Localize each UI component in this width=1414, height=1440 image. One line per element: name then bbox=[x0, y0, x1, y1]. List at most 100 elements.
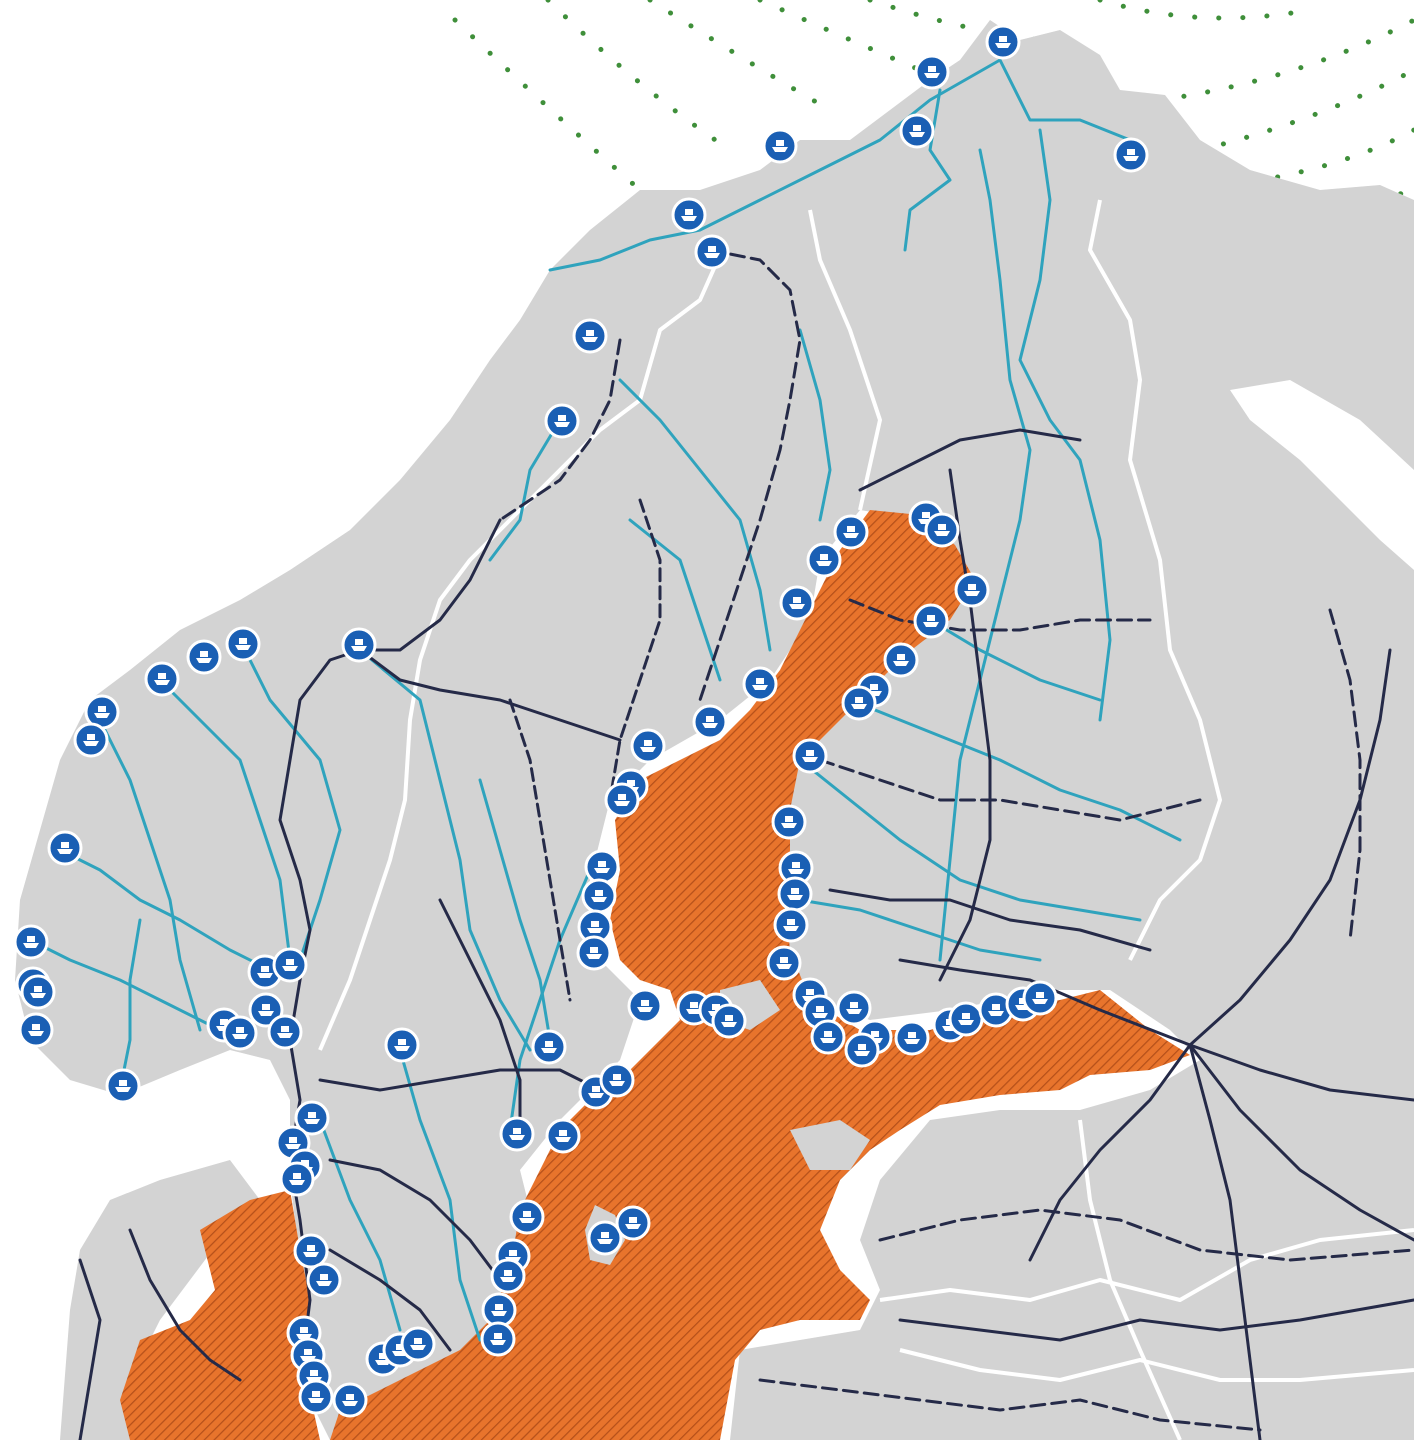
ship-icon bbox=[854, 1044, 870, 1056]
port-marker[interactable] bbox=[627, 988, 663, 1024]
port-marker[interactable] bbox=[924, 512, 960, 548]
port-marker[interactable] bbox=[144, 661, 180, 697]
port-marker[interactable] bbox=[298, 1379, 334, 1415]
port-marker[interactable] bbox=[671, 197, 707, 233]
port-marker[interactable] bbox=[186, 639, 222, 675]
kattegat-zone bbox=[120, 1190, 320, 1440]
ship-icon bbox=[789, 597, 805, 609]
port-marker[interactable] bbox=[509, 1199, 545, 1235]
port-marker[interactable] bbox=[1022, 980, 1058, 1016]
port-marker[interactable] bbox=[914, 54, 950, 90]
port-marker[interactable] bbox=[480, 1321, 516, 1357]
ship-icon bbox=[28, 1024, 44, 1036]
ship-icon bbox=[282, 959, 298, 971]
port-marker[interactable] bbox=[47, 830, 83, 866]
port-marker[interactable] bbox=[341, 627, 377, 663]
port-marker[interactable] bbox=[899, 113, 935, 149]
port-marker[interactable] bbox=[833, 514, 869, 550]
ship-icon bbox=[351, 639, 367, 651]
ship-icon bbox=[637, 1000, 653, 1012]
ship-icon bbox=[1032, 992, 1048, 1004]
port-marker[interactable] bbox=[384, 1027, 420, 1063]
port-marker[interactable] bbox=[777, 876, 813, 912]
ship-icon bbox=[1123, 149, 1139, 161]
port-marker[interactable] bbox=[792, 738, 828, 774]
port-marker[interactable] bbox=[272, 947, 308, 983]
port-marker[interactable] bbox=[531, 1029, 567, 1065]
ship-icon bbox=[816, 554, 832, 566]
port-marker[interactable] bbox=[20, 974, 56, 1010]
port-marker[interactable] bbox=[584, 849, 620, 885]
port-marker[interactable] bbox=[222, 1015, 258, 1051]
port-marker[interactable] bbox=[599, 1062, 635, 1098]
port-marker[interactable] bbox=[267, 1014, 303, 1050]
port-marker[interactable] bbox=[694, 234, 730, 270]
port-marker[interactable] bbox=[248, 992, 284, 1028]
port-marker[interactable] bbox=[841, 685, 877, 721]
port-marker[interactable] bbox=[948, 1001, 984, 1037]
ship-icon bbox=[787, 888, 803, 900]
port-marker[interactable] bbox=[293, 1233, 329, 1269]
port-marker[interactable] bbox=[630, 728, 666, 764]
ship-icon bbox=[964, 584, 980, 596]
port-marker[interactable] bbox=[779, 585, 815, 621]
ship-icon bbox=[410, 1338, 426, 1350]
ship-icon bbox=[258, 1004, 274, 1016]
port-marker[interactable] bbox=[742, 666, 778, 702]
port-marker[interactable] bbox=[773, 907, 809, 943]
port-marker[interactable] bbox=[762, 128, 798, 164]
port-marker[interactable] bbox=[766, 945, 802, 981]
port-marker[interactable] bbox=[73, 722, 109, 758]
port-marker[interactable] bbox=[294, 1100, 330, 1136]
ship-icon bbox=[594, 861, 610, 873]
port-marker[interactable] bbox=[481, 1292, 517, 1328]
port-marker[interactable] bbox=[587, 1220, 623, 1256]
ship-icon bbox=[772, 140, 788, 152]
port-marker[interactable] bbox=[332, 1382, 368, 1418]
port-marker[interactable] bbox=[771, 804, 807, 840]
port-marker[interactable] bbox=[604, 782, 640, 818]
port-marker[interactable] bbox=[985, 24, 1021, 60]
port-marker[interactable] bbox=[894, 1020, 930, 1056]
port-marker[interactable] bbox=[913, 603, 949, 639]
port-marker[interactable] bbox=[400, 1326, 436, 1362]
land-north bbox=[15, 20, 1414, 1440]
port-marker[interactable] bbox=[954, 572, 990, 608]
port-marker[interactable] bbox=[279, 1161, 315, 1197]
port-marker[interactable] bbox=[576, 935, 612, 971]
port-marker[interactable] bbox=[499, 1116, 535, 1152]
port-marker[interactable] bbox=[581, 878, 617, 914]
port-marker[interactable] bbox=[13, 924, 49, 960]
port-marker[interactable] bbox=[105, 1068, 141, 1104]
port-marker[interactable] bbox=[545, 1118, 581, 1154]
ship-icon bbox=[614, 794, 630, 806]
ship-icon bbox=[555, 1130, 571, 1142]
port-marker[interactable] bbox=[844, 1032, 880, 1068]
port-marker[interactable] bbox=[810, 1019, 846, 1055]
ship-icon bbox=[304, 1112, 320, 1124]
port-marker[interactable] bbox=[1113, 137, 1149, 173]
ship-icon bbox=[686, 1002, 702, 1014]
port-marker[interactable] bbox=[806, 542, 842, 578]
port-marker[interactable] bbox=[490, 1258, 526, 1294]
port-marker[interactable] bbox=[883, 642, 919, 678]
ship-icon bbox=[752, 678, 768, 690]
ship-icon bbox=[500, 1270, 516, 1282]
ship-icon bbox=[609, 1074, 625, 1086]
ship-icon bbox=[154, 673, 170, 685]
port-marker[interactable] bbox=[692, 704, 728, 740]
port-marker[interactable] bbox=[572, 318, 608, 354]
ship-icon bbox=[285, 1137, 301, 1149]
port-marker[interactable] bbox=[306, 1262, 342, 1298]
port-marker[interactable] bbox=[711, 1003, 747, 1039]
port-marker[interactable] bbox=[836, 990, 872, 1026]
port-marker[interactable] bbox=[615, 1205, 651, 1241]
port-marker[interactable] bbox=[18, 1012, 54, 1048]
ship-icon bbox=[704, 246, 720, 258]
ship-icon bbox=[57, 842, 73, 854]
port-marker[interactable] bbox=[544, 403, 580, 439]
port-marker[interactable] bbox=[225, 626, 261, 662]
railways bbox=[78, 248, 1414, 1440]
